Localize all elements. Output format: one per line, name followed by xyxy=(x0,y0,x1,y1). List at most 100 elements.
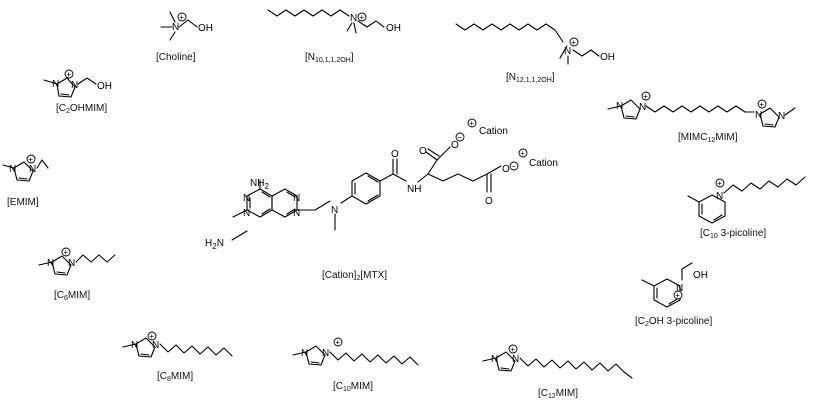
c2ohmim-oh-group: OH xyxy=(97,81,112,92)
mimc12mim-right-ring xyxy=(759,107,780,128)
mtx-benzene-ring xyxy=(351,172,381,205)
mimc12mim-left-ring xyxy=(620,99,641,120)
c10pic-plus-charge xyxy=(715,178,725,188)
mtx-n-atom: N xyxy=(293,193,300,204)
mimc12mim-right-n3: N xyxy=(778,111,785,122)
mtx-amine-bond xyxy=(231,230,248,241)
mtx-pyrimidine-double-bond xyxy=(261,208,271,215)
mtx-alpha-minus-charge xyxy=(455,132,465,142)
label-choline: [Choline] xyxy=(156,52,196,63)
c6mim-methyl-bond xyxy=(38,261,53,266)
mtx-cation-plus-2 xyxy=(518,148,528,158)
mtx-amide-o: O xyxy=(391,149,399,160)
c10pic-pyridinium-ring xyxy=(698,194,726,224)
mimc12mim-left-n1: N xyxy=(616,101,623,112)
c6mim-n1-atom: N xyxy=(47,258,54,269)
choline-methyl-bond xyxy=(169,31,176,41)
mtx-gamma-minus-sign: − xyxy=(511,162,516,171)
c2ohpic-n-atom: N xyxy=(676,283,683,294)
mtx-gamma-o: O xyxy=(485,196,493,207)
c12mim-plus-sign: + xyxy=(510,345,515,354)
n10-methyl-bond xyxy=(353,22,357,34)
c12mim-structure: N N + xyxy=(482,344,633,379)
mimc12mim-dodecyl-chain xyxy=(645,105,755,113)
c6mim-n3-atom: N xyxy=(68,258,75,269)
c10mim-methyl-bond xyxy=(292,351,307,356)
c2ohmim-methyl-bond xyxy=(43,79,58,85)
c10pic-structure: N + xyxy=(687,176,806,224)
n10-decyl-chain xyxy=(267,9,350,17)
c10pic-n-atom: N xyxy=(716,191,723,202)
mtx-glutamate-chain xyxy=(427,173,488,182)
label-c10pic: [C10 3-picoline] xyxy=(700,228,767,240)
mimc12mim-left-ring-double-bond xyxy=(625,115,635,118)
emim-methyl-bond xyxy=(2,164,15,169)
mtx-alpha-co-double xyxy=(427,148,440,157)
mtx-pyrazine-double-bond xyxy=(286,191,296,198)
mtx-n-aryl-bond xyxy=(340,195,353,204)
mtx-nh2-top: NH2 xyxy=(250,178,269,191)
label-n12: [N12,1,1,2OH] xyxy=(506,72,555,84)
c8mim-plus-sign: + xyxy=(149,332,154,341)
c6mim-hexyl-chain xyxy=(75,254,116,263)
c2ohmim-plus-sign: + xyxy=(66,70,71,79)
emim-plus-sign: + xyxy=(28,155,33,164)
c10pic-methyl-bond xyxy=(687,195,700,203)
c2ohmim-imidazolium-ring xyxy=(56,77,76,98)
mtx-gamma-minus-charge xyxy=(509,161,519,171)
label-c12mim: [C12MIM] xyxy=(538,388,579,400)
label-mimc12mim: [MIMC12MIM] xyxy=(678,132,738,144)
mimc12mim-left-plus-sign: + xyxy=(643,92,648,101)
mtx-pyrazine-double-bond xyxy=(286,208,296,215)
c12mim-plus-charge xyxy=(508,344,518,354)
c6mim-imidazolium-ring xyxy=(51,255,72,276)
n12-plus-charge xyxy=(569,37,579,47)
label-emim: [EMIM] xyxy=(7,197,39,208)
n10-oh-group: OH xyxy=(386,23,401,34)
c10mim-ring-double-bond xyxy=(310,361,320,364)
mtx-n10-atom: N xyxy=(331,205,338,216)
mimc12mim-structure: N N + N N + xyxy=(607,91,796,128)
c2ohmim-n3-atom: N xyxy=(71,80,78,91)
mtx-benzene-double-bond xyxy=(367,175,379,183)
c12mim-methyl-bond xyxy=(482,357,497,362)
mimc12mim-right-plus xyxy=(757,99,767,109)
c10pic-plus-sign: + xyxy=(717,179,722,188)
mtx-n-atom: N xyxy=(243,208,250,219)
mtx-cation-plus-1 xyxy=(467,118,477,128)
mtx-alpha-carboxyl-bond xyxy=(427,159,438,175)
mtx-amine-bond xyxy=(232,209,248,218)
mtx-methylene-bridge xyxy=(296,200,331,211)
mimc12mim-left-n3: N xyxy=(639,102,646,113)
c6mim-plus-sign: + xyxy=(63,248,68,257)
c2ohpic-ring-double-bond xyxy=(668,298,678,305)
mimc12mim-right-n1: N xyxy=(755,110,762,121)
c2ohmim-ethyl-chain xyxy=(77,77,97,85)
c2ohpic-plus-sign: + xyxy=(675,291,680,300)
mtx-alpha-bond xyxy=(417,173,429,183)
mtx-cation-plus-sign-2: + xyxy=(520,149,525,158)
mtx-aryl-carbonyl-bond xyxy=(379,173,394,182)
mtx-gamma-c-o-minus xyxy=(486,165,502,175)
n12-methyl-bond xyxy=(559,45,568,59)
c8mim-ring-double-bond xyxy=(140,353,150,356)
c2ohpic-structure: N + OH xyxy=(641,262,708,308)
label-c6mim: [C6MIM] xyxy=(54,290,91,302)
c6mim-structure: N N + xyxy=(38,247,116,276)
n10-ethyl-chain xyxy=(357,20,385,28)
choline-n-atom: N xyxy=(172,22,179,33)
label-c2ohmim: [C2OHMIM] xyxy=(56,103,108,115)
label-c2ohpic: [C2OH 3-picoline] xyxy=(635,316,713,328)
label-c10mim: [C10MIM] xyxy=(333,381,374,393)
c12mim-dodecyl-chain xyxy=(519,357,633,379)
c10mim-plus-charge xyxy=(333,337,343,347)
c2ohpic-pyridinium-ring xyxy=(653,278,681,308)
c6mim-ring-double-bond xyxy=(56,271,66,274)
c10mim-decyl-chain xyxy=(329,351,419,366)
mtx-pyrimidine-ring xyxy=(246,188,273,218)
mtx-alpha-o-minus: O xyxy=(451,140,459,151)
c12mim-imidazolium-ring xyxy=(495,351,516,372)
c8mim-n1-atom: N xyxy=(131,340,138,351)
